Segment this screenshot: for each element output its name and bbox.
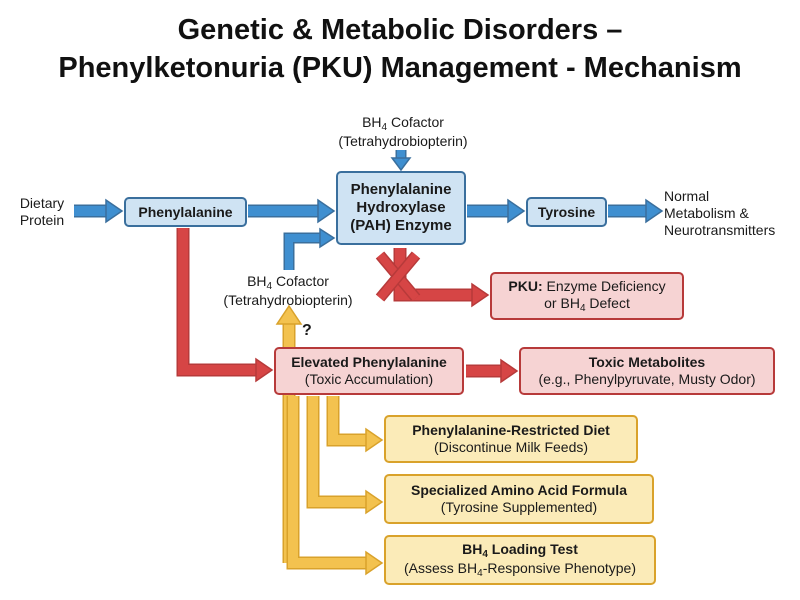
- arrow-elevated-to-toxic-head: [500, 358, 519, 384]
- title-line-1: Genetic & Metabolic Disorders –: [177, 14, 623, 46]
- bh4-test-l2-suffix: -Responsive Phenotype): [482, 560, 636, 576]
- pah-line-3: (PAH) Enzyme: [350, 217, 452, 234]
- bh4-test-l1-prefix: BH: [462, 541, 483, 557]
- bh4-mid-prefix: BH: [247, 273, 267, 289]
- arrow-elevated-to-diet-shaft: [328, 396, 366, 445]
- formula-line-1: Specialized Amino Acid Formula: [410, 482, 627, 498]
- phenylalanine-label: Phenylalanine: [138, 203, 233, 220]
- node-bh4-cofactor-mid: BH4 Cofactor (Tetrahydrobiopterin): [203, 273, 373, 309]
- node-pku-defect: PKU: Enzyme Deficiency or BH4 Defect: [490, 272, 684, 320]
- pku-line-1: PKU: Enzyme Deficiency: [508, 278, 665, 295]
- normal-line-2: Metabolism &: [664, 205, 749, 221]
- arrow-bh4-test-to-bh4-cofactor-head: [275, 304, 303, 325]
- node-tyrosine: Tyrosine: [526, 197, 607, 227]
- tyrosine-label: Tyrosine: [537, 203, 596, 220]
- node-elevated-phenylalanine: Elevated Phenylalanine (Toxic Accumulati…: [274, 347, 464, 395]
- arrow-protein-to-phenylalanine: [74, 198, 124, 224]
- arrow-bh4-top-to-pah-head: [390, 157, 412, 172]
- arrow-elevated-to-toxic: [466, 358, 519, 384]
- pku-bold: PKU:: [508, 278, 543, 294]
- bh4-top-sub: 4: [381, 122, 388, 133]
- diet-line-2: (Discontinue Milk Feeds): [433, 439, 589, 455]
- pah-line-1: Phenylalanine: [350, 181, 452, 198]
- node-normal-metabolism: Normal Metabolism & Neurotransmitters: [664, 188, 775, 239]
- arrow-pah-to-tyrosine-head: [507, 198, 526, 224]
- arrow-phenylalanine-to-elevated: [176, 228, 274, 383]
- x-stroke-1: [376, 252, 420, 301]
- bh4-test-l2-prefix: (Assess BH: [404, 560, 478, 576]
- blocked-enzyme-x-icon: [375, 251, 421, 302]
- formula-line-2: (Tyrosine Supplemented): [440, 499, 598, 515]
- normal-line-3: Neurotransmitters: [664, 222, 776, 238]
- node-phenylalanine: Phenylalanine: [124, 197, 247, 227]
- arrow-phenylalanine-to-elevated-shaft: [178, 228, 256, 375]
- bh4-top-suffix: Cofactor: [387, 114, 444, 130]
- bh4-mid-sub: 4: [266, 281, 273, 292]
- normal-line-1: Normal: [664, 188, 710, 204]
- node-bh4-cofactor-top: BH4 Cofactor (Tetrahydrobiopterin): [318, 114, 488, 150]
- arrow-tyrosine-to-normal-head: [645, 198, 664, 224]
- diet-line-1: Phenylalanine-Restricted Diet: [412, 422, 610, 438]
- bh4-top-prefix: BH: [362, 114, 382, 130]
- bh4-test-line-2: (Assess BH4-Responsive Phenotype): [404, 560, 636, 579]
- arrow-elevated-to-formula: [306, 396, 384, 515]
- pku-line2-sub: 4: [579, 303, 586, 314]
- node-pah-enzyme: Phenylalanine Hydroxylase (PAH) Enzyme: [336, 171, 466, 245]
- arrow-elevated-to-diet: [326, 396, 384, 453]
- arrow-phenylalanine-to-pah: [248, 198, 336, 224]
- arrow-bh4-mid-to-pah: [283, 227, 336, 270]
- pah-line-2: Hydroxylase: [356, 199, 446, 216]
- arrow-pah-to-pku-head: [471, 282, 490, 308]
- toxic-line-1: Toxic Metabolites: [588, 354, 706, 370]
- dietary-protein-line-1: Dietary: [19, 195, 65, 211]
- node-restricted-diet: Phenylalanine-Restricted Diet (Discontin…: [384, 415, 638, 463]
- arrow-elevated-to-bh4-test-shaft: [288, 396, 366, 568]
- elevated-line-1: Elevated Phenylalanine: [291, 354, 447, 370]
- pku-line2-suffix: Defect: [585, 295, 630, 311]
- arrow-tyrosine-to-normal: [608, 198, 664, 224]
- arrow-bh4-mid-to-pah-head: [319, 227, 336, 249]
- node-amino-acid-formula: Specialized Amino Acid Formula (Tyrosine…: [384, 474, 654, 524]
- pku-rest: Enzyme Deficiency: [542, 278, 666, 294]
- bh4-test-l1-suffix: Loading Test: [487, 541, 578, 557]
- arrow-elevated-to-diet-head: [365, 427, 384, 453]
- bh4-test-l1-sub: 4: [482, 549, 488, 560]
- arrow-bh4-mid-to-pah-outline: [283, 232, 320, 270]
- title-line-2: Phenylketonuria (PKU) Management - Mecha…: [58, 52, 742, 84]
- arrow-bh4-top-to-pah: [390, 150, 412, 172]
- node-bh4-loading-test: BH4 Loading Test (Assess BH4-Responsive …: [384, 535, 656, 585]
- bh4-mid-line-2: (Tetrahydrobiopterin): [223, 292, 353, 308]
- bh4-mid-suffix: Cofactor: [272, 273, 329, 289]
- pku-line2-prefix: or BH: [544, 295, 580, 311]
- bh4-test-line-1: BH4 Loading Test: [462, 541, 578, 560]
- arrow-elevated-to-bh4-test-head: [365, 550, 384, 576]
- toxic-line-2: (e.g., Phenylpyruvate, Musty Odor): [538, 371, 756, 387]
- arrow-pah-to-tyrosine: [467, 198, 526, 224]
- dietary-protein-line-2: Protein: [19, 212, 65, 228]
- bh4-top-line-2: (Tetrahydrobiopterin): [338, 133, 468, 149]
- arrow-protein-to-phenylalanine-head: [105, 198, 124, 224]
- bh4-test-l2-sub: 4: [477, 568, 483, 579]
- node-dietary-protein: Dietary Protein: [2, 195, 82, 229]
- pku-line-2: or BH4 Defect: [544, 295, 630, 314]
- arrow-elevated-to-bh4-test: [286, 396, 384, 576]
- arrow-phenylalanine-to-elevated-head: [255, 357, 274, 383]
- arrow-pah-to-pku: [393, 248, 490, 308]
- node-toxic-metabolites: Toxic Metabolites (e.g., Phenylpyruvate,…: [519, 347, 775, 395]
- bh4-top-line-1: BH4 Cofactor: [318, 114, 488, 133]
- arrow-bh4-mid-to-pah-shaft: [285, 234, 320, 270]
- arrow-phenylalanine-to-pah-head: [317, 198, 336, 224]
- question-mark: ?: [302, 322, 312, 339]
- arrow-elevated-to-formula-head: [365, 489, 384, 515]
- arrow-elevated-to-formula-shaft: [308, 396, 366, 507]
- arrow-pah-to-pku-shaft: [395, 248, 472, 300]
- elevated-line-2: (Toxic Accumulation): [304, 371, 434, 387]
- bh4-mid-line-1: BH4 Cofactor: [203, 273, 373, 292]
